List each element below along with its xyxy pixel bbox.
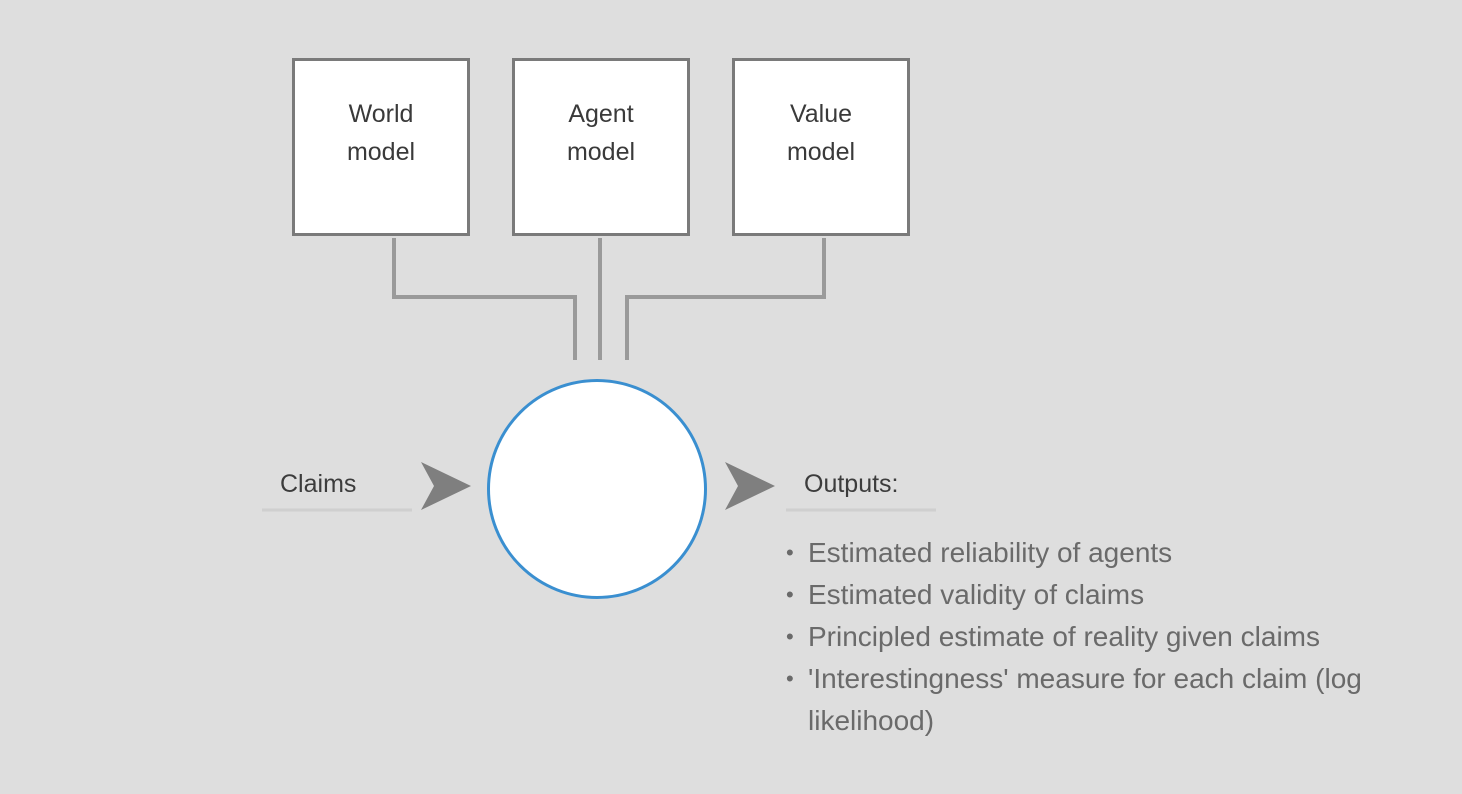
bullet-icon: • [786,582,794,607]
list-item: • Principled estimate of reality given cl… [786,616,1446,658]
bullet-icon: • [786,666,794,691]
input-arrow [421,462,471,510]
output-arrow [725,462,775,510]
world-model-box: World model [292,58,470,236]
output-item-text: Principled estimate of reality given cla… [808,621,1320,652]
world-connector [392,238,577,360]
output-item-text: Estimated reliability of agents [808,537,1173,568]
claims-label: Claims [280,470,357,498]
world-model-label: World model [346,100,416,166]
output-item-text: 'Interestingness' measure for each claim… [808,663,1362,736]
agent-model-box: Agent model [512,58,690,236]
value-model-label: Value model [786,100,856,166]
inference-node [487,379,707,599]
output-item-text: Estimated validity of claims [808,579,1145,610]
value-model-box: Value model [732,58,910,236]
list-item: • Estimated validity of claims [786,574,1446,616]
outputs-label: Outputs: [804,470,899,498]
bullet-icon: • [786,540,794,565]
list-item: • Estimated reliability of agents [786,532,1446,574]
bullet-icon: • [786,624,794,649]
value-connector [625,238,826,360]
list-item: • 'Interestingness' measure for each clai… [786,658,1446,742]
outputs-list: • Estimated reliability of agents • Estima… [786,532,1446,742]
agent-model-label: Agent model [566,100,636,166]
